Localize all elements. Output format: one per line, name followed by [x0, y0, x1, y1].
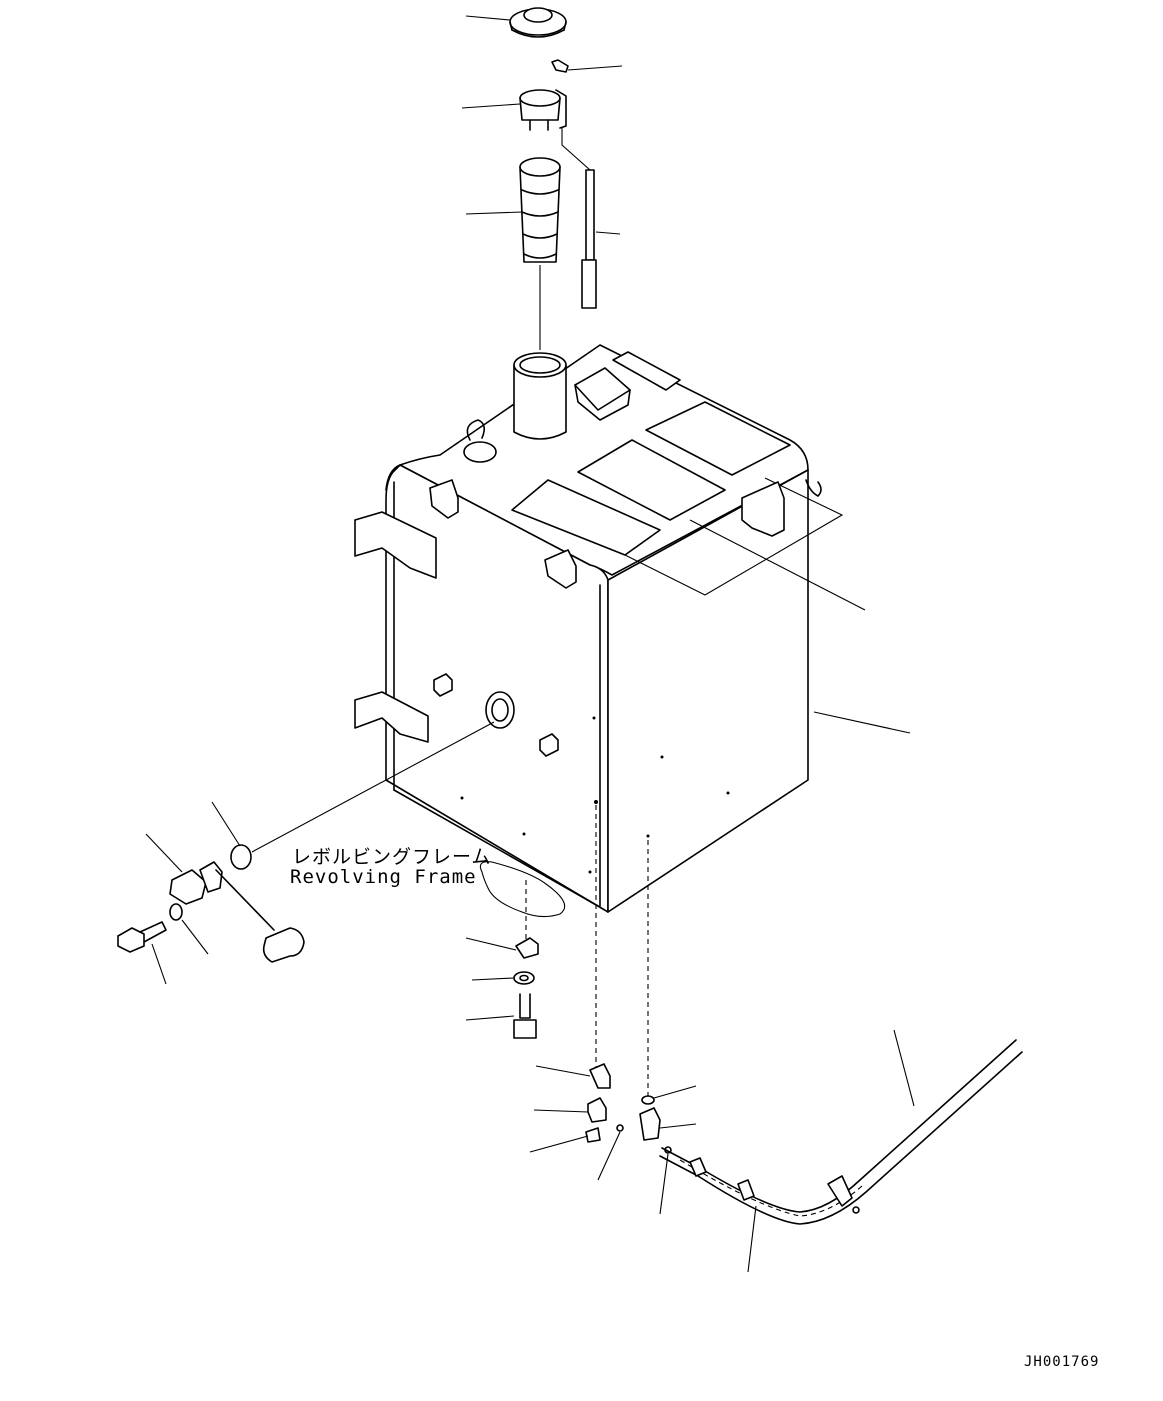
connector-fitting	[616, 1095, 672, 1154]
fuel-tank	[354, 344, 844, 913]
level-gauge-stick	[561, 128, 597, 309]
fuel-hose	[659, 1039, 1023, 1225]
filler-cap	[509, 7, 567, 38]
filler-adapter	[519, 89, 567, 131]
revolving-frame-outline	[479, 805, 649, 1100]
revolving-frame-label-en: Revolving Frame	[290, 866, 477, 888]
revolving-frame-label-jp: レボルビングフレーム	[292, 846, 492, 868]
filler-strainer	[519, 157, 561, 350]
hose-clip	[589, 1063, 611, 1089]
fuel-sender-unit	[117, 721, 495, 963]
mount-plate	[515, 937, 539, 959]
elbow-fitting	[585, 1097, 607, 1143]
mount-washer	[513, 971, 535, 985]
cap-screw	[551, 59, 569, 73]
drawing-number: JH001769	[1024, 1354, 1100, 1370]
leader-lines	[145, 15, 915, 1273]
mount-bolt	[513, 993, 537, 1039]
